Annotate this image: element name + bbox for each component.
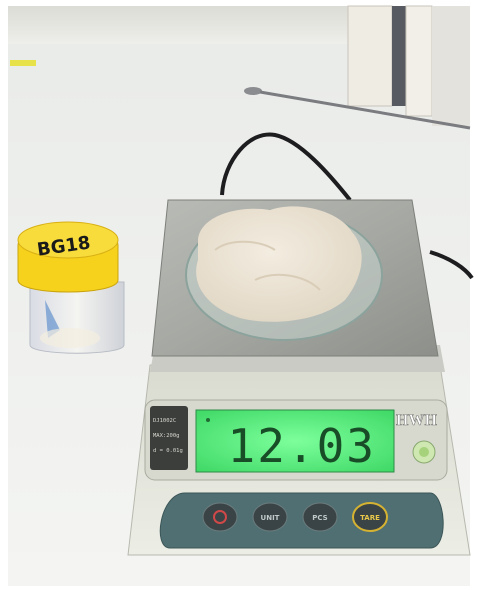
- tare-button[interactable]: TARE: [352, 502, 388, 532]
- sample-jar: BG18: [17, 221, 125, 354]
- power-cable-right: [429, 250, 474, 280]
- weight-readout: 12.03: [228, 419, 376, 473]
- spec-panel: [150, 406, 188, 470]
- brand-logo: HWH: [396, 412, 437, 429]
- spec-line-2: MAX:200g: [153, 433, 180, 439]
- power-icon: [213, 510, 227, 524]
- power-button[interactable]: [202, 502, 238, 532]
- spatula: [244, 87, 471, 130]
- white-powder: [196, 206, 362, 322]
- yellow-marker: [10, 60, 36, 66]
- keypad-panel: [159, 492, 444, 549]
- power-cable: [220, 132, 352, 202]
- cabinet: [347, 5, 470, 126]
- tare-button-label: TARE: [360, 514, 380, 522]
- digital-scale: DJ1002C MAX:200g d = 0.01g 12.03 HWH UNI…: [127, 199, 471, 556]
- lcd-display: [195, 409, 395, 473]
- pcs-button-label: PCS: [312, 514, 327, 522]
- spec-line-3: d = 0.01g: [153, 448, 183, 454]
- unit-button[interactable]: UNIT: [252, 502, 288, 532]
- pcs-button[interactable]: PCS: [302, 502, 338, 532]
- spec-line-1: DJ1002C: [153, 418, 176, 424]
- unit-button-label: UNIT: [261, 514, 280, 522]
